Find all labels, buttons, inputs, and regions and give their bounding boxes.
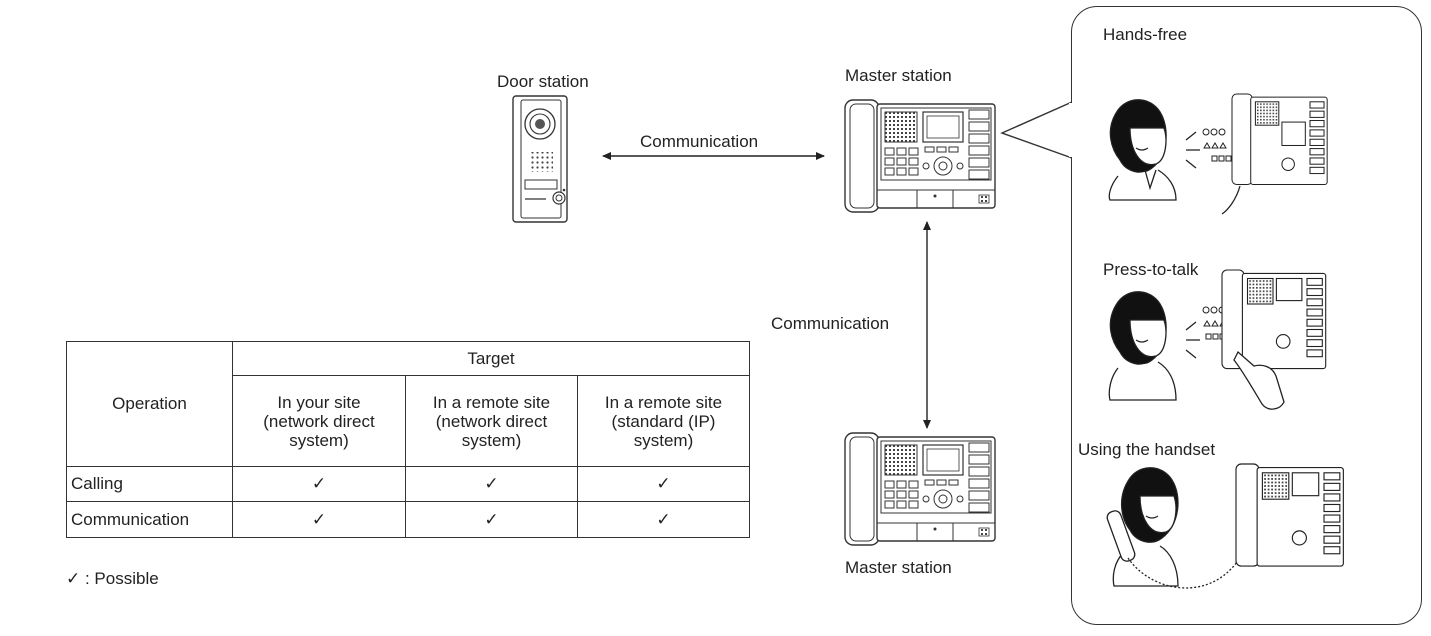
door-station-device (512, 95, 568, 223)
column-header-line: (standard (IP) (611, 411, 716, 431)
table-row: Calling ✓ ✓ ✓ (66, 466, 750, 502)
mode-label-press-to-talk: Press-to-talk (1103, 260, 1199, 279)
table-row: Communication ✓ ✓ ✓ (66, 501, 750, 538)
mode-label-hands-free: Hands-free (1103, 25, 1188, 44)
column-header-line: In a remote site (604, 392, 723, 412)
master-station-top-label: Master station (845, 66, 952, 85)
handset-illustration (1106, 463, 1344, 589)
column-header-line: (network direct (435, 411, 548, 431)
column-header-remote-standard: In a remote site (standard (IP) system) (577, 375, 750, 467)
legend: ✓ : Possible (66, 569, 159, 589)
cell-check: ✓ (577, 501, 750, 538)
column-header-line: In a remote site (432, 392, 551, 412)
communication-label-vertical: Communication (771, 314, 890, 333)
column-header-line: (network direct (263, 411, 375, 431)
master-station-bottom-label: Master station (845, 558, 952, 577)
cell-check: ✓ (405, 466, 578, 502)
target-header: Target (232, 341, 750, 376)
legend-text: : Possible (84, 569, 159, 588)
hands-free-illustration (1108, 93, 1328, 215)
legend-symbol: ✓ (66, 569, 81, 588)
cell-check: ✓ (232, 501, 406, 538)
column-header-line: system) (461, 430, 522, 450)
operation-header: Operation (66, 341, 233, 467)
door-station-label: Door station (497, 72, 589, 91)
column-header-remote-direct: In a remote site (network direct system) (405, 375, 578, 467)
row-label: Communication (66, 501, 233, 538)
column-header-line: system) (289, 430, 349, 450)
communication-label-horizontal: Communication (640, 132, 759, 151)
mode-label-handset: Using the handset (1078, 440, 1216, 459)
cell-check: ✓ (577, 466, 750, 502)
cell-check: ✓ (405, 501, 578, 538)
column-header-your-site: In your site (network direct system) (232, 375, 406, 467)
press-to-talk-illustration (1108, 269, 1327, 410)
callout-pointer (1000, 101, 1073, 159)
row-label: Calling (66, 466, 233, 502)
column-header-line: system) (633, 430, 694, 450)
column-header-line: In your site (277, 392, 361, 412)
cell-check: ✓ (232, 466, 406, 502)
operation-table: Operation Target In your site (network d… (66, 341, 750, 538)
